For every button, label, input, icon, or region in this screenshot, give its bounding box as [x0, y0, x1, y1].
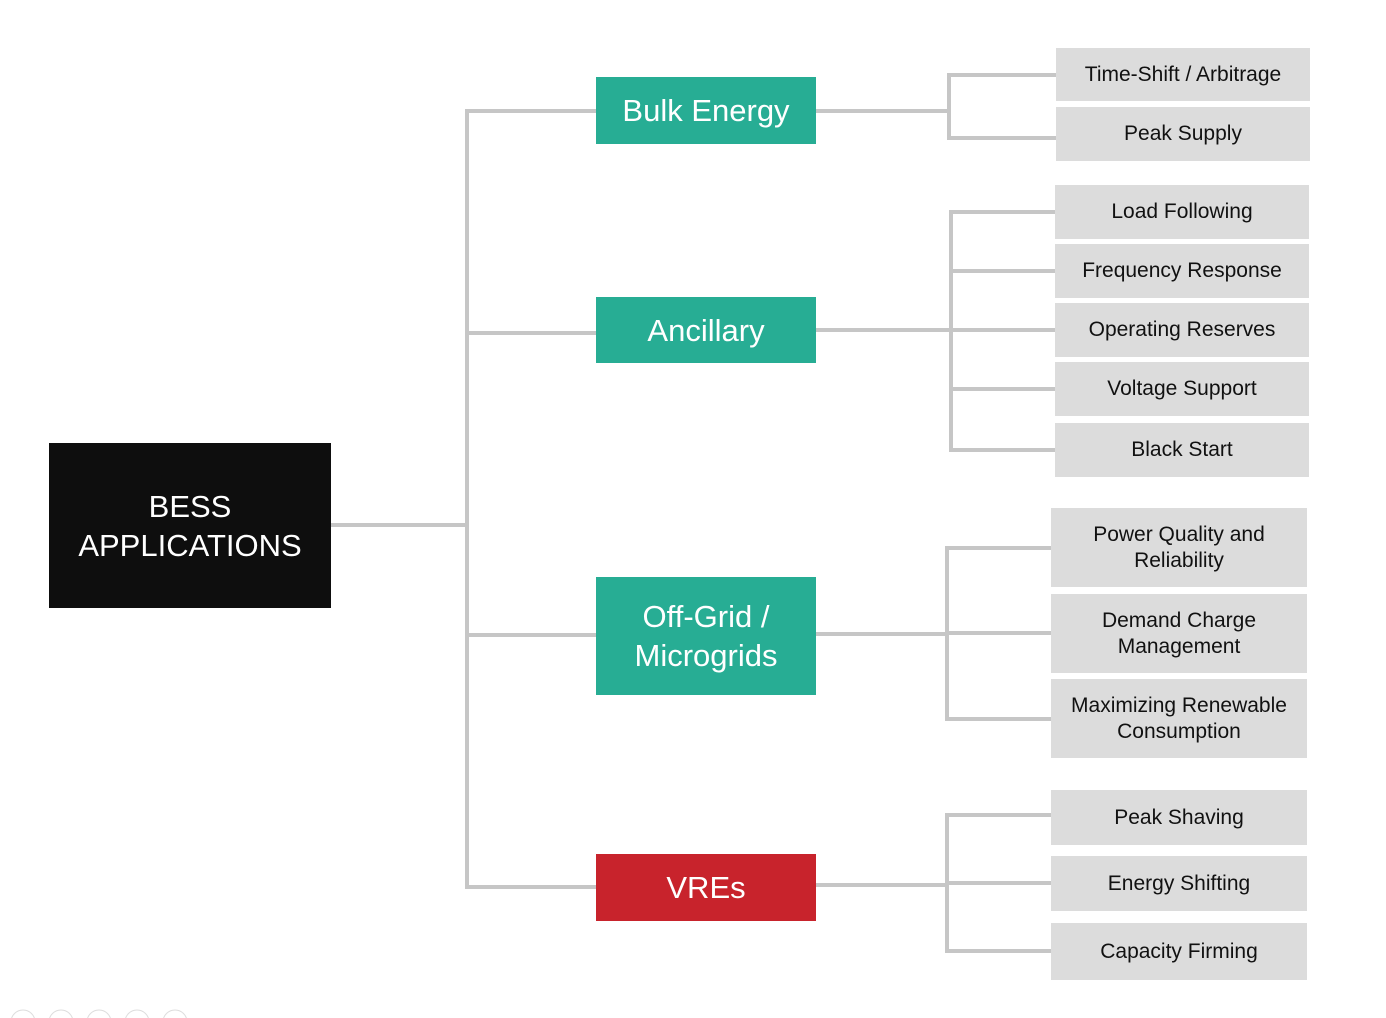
- leaf-label: Operating Reserves: [1088, 318, 1276, 341]
- leaf-label: Black Start: [1131, 438, 1233, 461]
- leaf-label: Energy Shifting: [1107, 871, 1251, 895]
- leaf-maximizing-renewable-consumption: Maximizing Renewable Consumption: [1051, 679, 1307, 758]
- leaf-black-start: Black Start: [1055, 423, 1309, 477]
- leaf-label: Load Following: [1111, 200, 1253, 223]
- root-label: BESS APPLICATIONS: [78, 488, 302, 563]
- leaf-capacity-firming: Capacity Firming: [1051, 923, 1307, 980]
- category-label: Bulk Energy: [622, 93, 790, 128]
- category-bulk-energy: Bulk Energy: [596, 77, 816, 144]
- leaf-label: Capacity Firming: [1100, 939, 1258, 963]
- leaf-frequency-response: Frequency Response: [1055, 244, 1309, 298]
- leaf-peak-supply: Peak Supply: [1056, 107, 1310, 161]
- leaf-power-quality-reliability: Power Quality and Reliability: [1051, 508, 1307, 587]
- category-label: Off-Grid / Microgrids: [634, 599, 778, 673]
- leaf-label: Peak Shaving: [1114, 805, 1244, 829]
- category-ancillary: Ancillary: [596, 297, 816, 363]
- leaf-operating-reserves: Operating Reserves: [1055, 303, 1309, 357]
- category-off-grid-microgrids: Off-Grid / Microgrids: [596, 577, 816, 695]
- leaf-voltage-support: Voltage Support: [1055, 362, 1309, 416]
- leaf-peak-shaving: Peak Shaving: [1051, 790, 1307, 845]
- leaf-label: Peak Supply: [1124, 122, 1242, 145]
- leaf-time-shift-arbitrage: Time-Shift / Arbitrage: [1056, 48, 1310, 101]
- leaf-demand-charge-management: Demand Charge Management: [1051, 594, 1307, 673]
- leaf-label: Maximizing Renewable Consumption: [1071, 693, 1287, 743]
- leaf-label: Demand Charge Management: [1101, 608, 1257, 658]
- leaf-label: Frequency Response: [1082, 259, 1282, 282]
- category-label: VREs: [666, 870, 746, 905]
- category-label: Ancillary: [647, 312, 765, 348]
- leaf-label: Time-Shift / Arbitrage: [1084, 62, 1282, 86]
- category-vres: VREs: [596, 854, 816, 921]
- pagination-dots: [11, 1009, 187, 1018]
- leaf-label: Power Quality and Reliability: [1093, 522, 1265, 572]
- leaf-label: Voltage Support: [1107, 377, 1257, 400]
- leaf-energy-shifting: Energy Shifting: [1051, 856, 1307, 911]
- leaf-load-following: Load Following: [1055, 185, 1309, 239]
- root-node: BESS APPLICATIONS: [49, 443, 331, 608]
